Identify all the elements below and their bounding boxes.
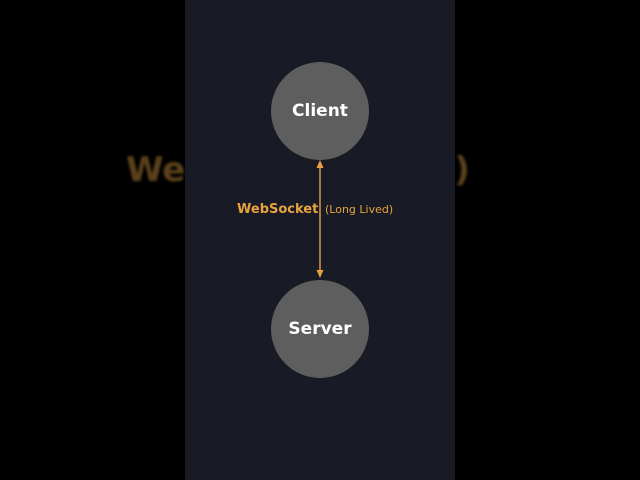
long-lived-label: (Long Lived) — [325, 203, 394, 216]
websocket-label: WebSocket — [237, 202, 319, 217]
websocket-connector — [316, 160, 324, 278]
client-node-label: Client — [292, 101, 348, 121]
diagram-panel: Client WebSocket (Long Lived) Server — [185, 0, 455, 480]
server-node-label: Server — [288, 319, 352, 339]
client-node: Client — [271, 62, 369, 160]
arrowhead-up-icon — [316, 160, 324, 168]
server-node: Server — [271, 280, 369, 378]
arrowhead-down-icon — [316, 270, 324, 278]
